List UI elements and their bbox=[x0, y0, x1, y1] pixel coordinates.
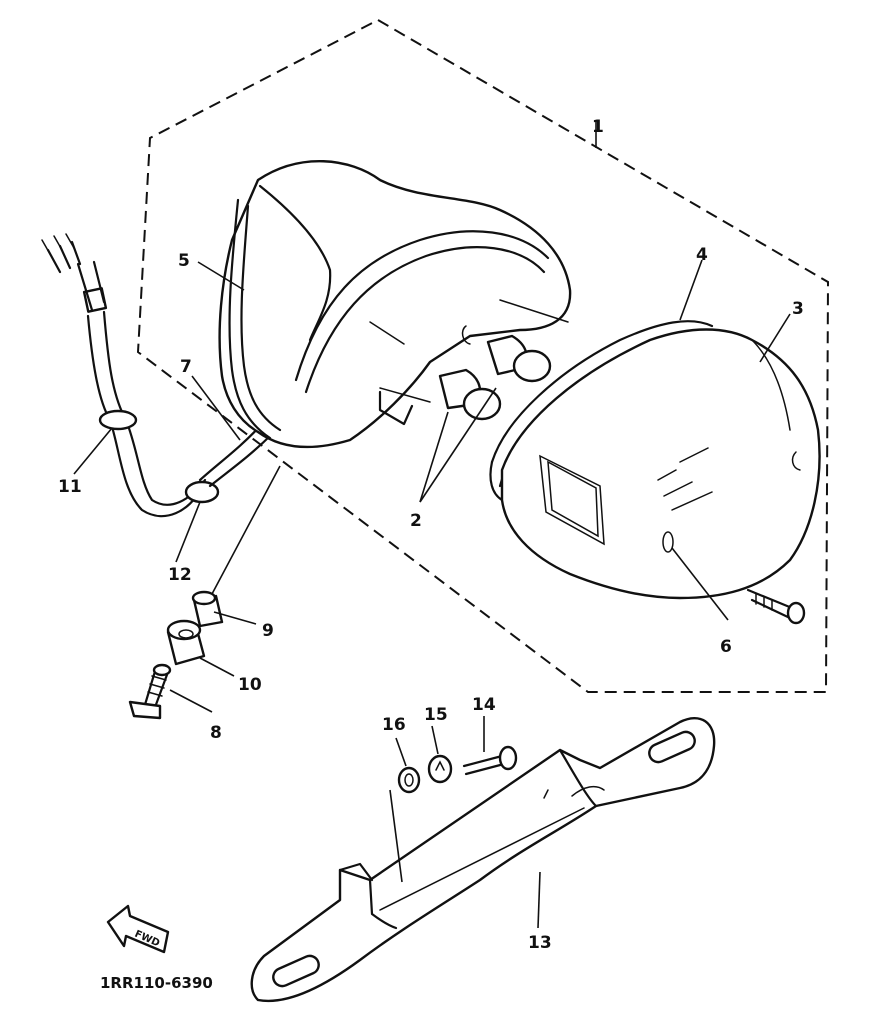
grommet bbox=[166, 619, 206, 666]
collar bbox=[191, 590, 224, 628]
gasket bbox=[490, 320, 714, 464]
part-code: 1RR110-6390 bbox=[100, 974, 213, 992]
lamp-housing bbox=[218, 160, 572, 449]
bracket-bolt bbox=[462, 745, 518, 776]
wire-clamp-12 bbox=[184, 480, 220, 504]
callout-2: 2 bbox=[410, 511, 422, 531]
bulbs bbox=[438, 325, 552, 421]
wire-harness bbox=[41, 233, 274, 518]
callout-1: 1 bbox=[592, 117, 604, 137]
lens bbox=[500, 328, 821, 600]
wire-clamp-11 bbox=[98, 409, 138, 431]
license-bracket bbox=[250, 717, 716, 1003]
callout-9: 9 bbox=[262, 621, 274, 641]
callout-14: 14 bbox=[472, 695, 496, 715]
callout-13: 13 bbox=[528, 933, 552, 953]
mounting-bolt bbox=[128, 663, 172, 720]
callouts: 1 2 3 4 5 6 7 8 9 10 11 12 13 14 15 16 bbox=[58, 117, 804, 953]
callout-8: 8 bbox=[210, 723, 222, 743]
callout-7: 7 bbox=[180, 357, 192, 377]
callout-16: 16 bbox=[382, 715, 406, 735]
callout-12: 12 bbox=[168, 565, 192, 585]
callout-5: 5 bbox=[178, 251, 190, 271]
nut bbox=[397, 766, 421, 794]
washer bbox=[427, 754, 453, 784]
callout-11: 11 bbox=[58, 477, 82, 497]
callout-10: 10 bbox=[238, 675, 262, 695]
callout-3: 3 bbox=[792, 299, 804, 319]
callout-15: 15 bbox=[424, 705, 448, 725]
lens-screw bbox=[746, 588, 806, 625]
leader-lines bbox=[73, 120, 791, 929]
callout-6: 6 bbox=[720, 637, 732, 657]
assembly-boundary bbox=[136, 18, 830, 693]
callout-4: 4 bbox=[696, 245, 708, 265]
fwd-arrow: FWD bbox=[106, 904, 170, 954]
